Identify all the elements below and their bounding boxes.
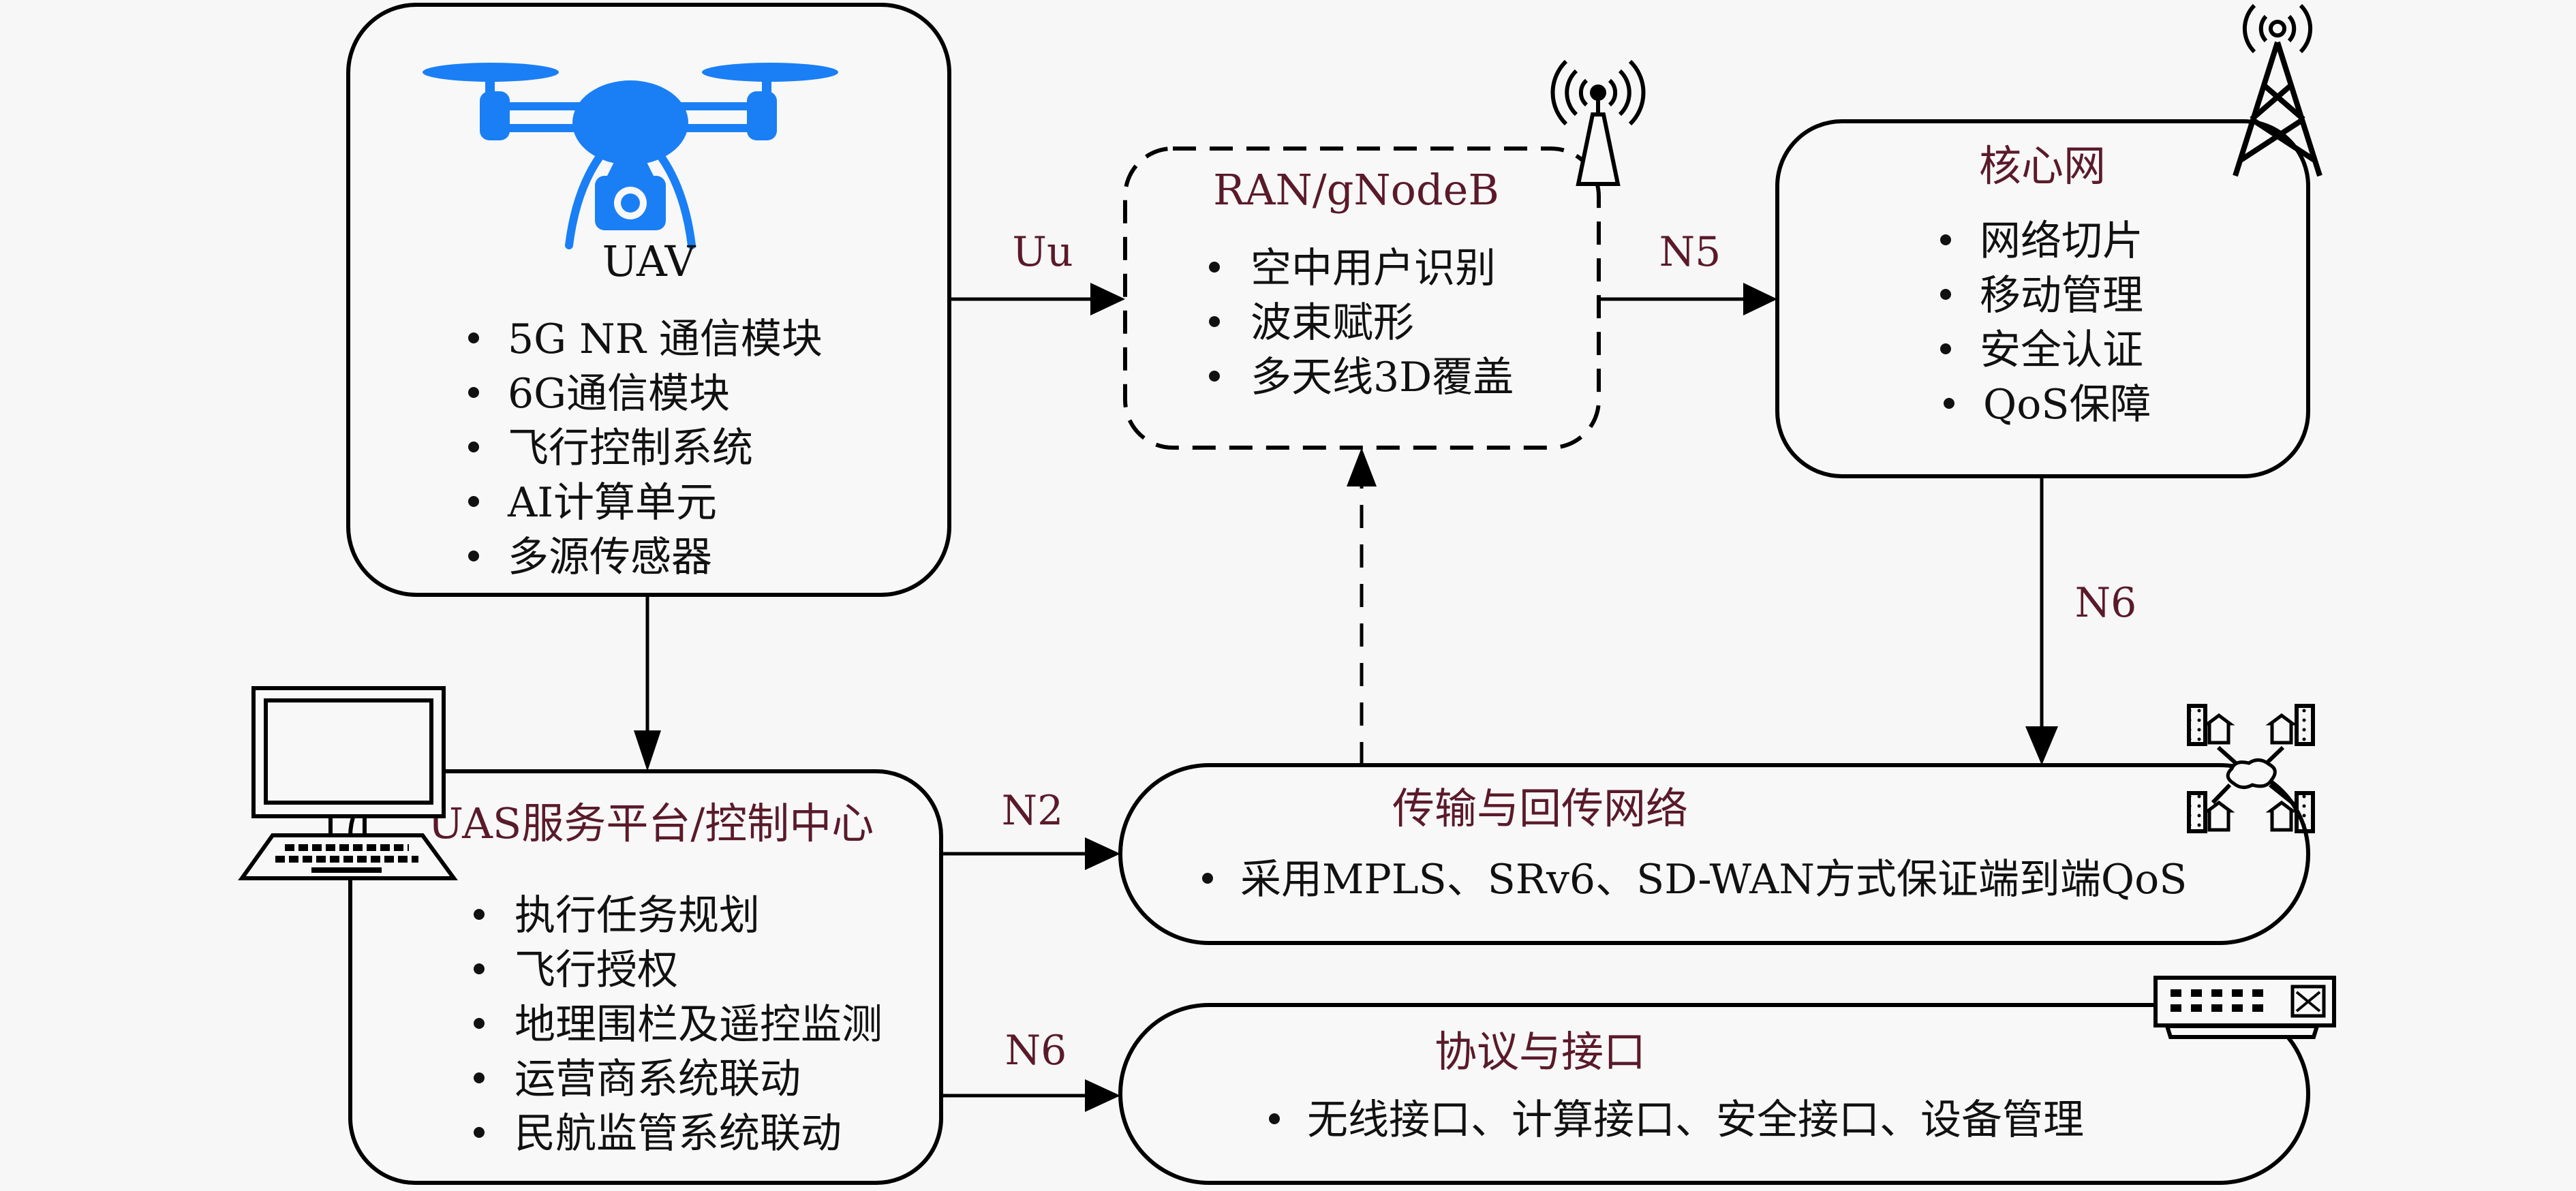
node-title: 传输与回传网络 (1392, 784, 1688, 833)
edge-ran-core: N5 (1599, 228, 1777, 315)
list-item: 安全认证 (1980, 326, 2143, 374)
node-title: UAS服务平台/控制中心 (428, 799, 874, 848)
list-item: 网络切片 (1980, 217, 2143, 265)
node-title: 核心网 (1979, 141, 2106, 191)
list-item: 地理围栏及遥控监测 (515, 1001, 883, 1049)
computer-icon (238, 686, 458, 880)
network-switch-icon (2153, 976, 2336, 1039)
list-item: 民航监管系统联动 (515, 1110, 842, 1158)
node-protocol[interactable]: 协议与接口 无线接口、计算接口、安全接口、设备管理 (1118, 976, 2336, 1185)
edge-label-n6-core: N6 (2075, 579, 2137, 627)
edge-core-transport: N6 (2025, 476, 2136, 765)
list-item: 飞行控制系统 (508, 424, 753, 472)
list-item: 6G通信模块 (508, 370, 730, 418)
edge-label-n6-uas: N6 (1005, 1027, 1067, 1074)
uas-items: 执行任务规划 飞行授权 地理围栏及遥控监测 运营商系统联动 民航监管系统联动 (474, 892, 883, 1158)
list-item: 多天线3D覆盖 (1251, 354, 1514, 401)
list-item: QoS保障 (1983, 381, 2151, 429)
core-items: 网络切片 移动管理 安全认证 QoS保障 (1940, 217, 2151, 429)
edge-uav-ran: Uu (949, 228, 1125, 315)
list-item: 波束赋形 (1251, 299, 1414, 347)
edge-transport-ran (1347, 448, 1377, 765)
uav-items: 5G NR 通信模块 6G通信模块 飞行控制系统 AI计算单元 多源传感器 (468, 315, 823, 581)
edge-label-n5: N5 (1659, 228, 1721, 276)
node-ran[interactable]: RAN/gNodeB 空中用户识别 波束赋形 多天线3D覆盖 (1123, 59, 1646, 450)
node-title: RAN/gNodeB (1213, 165, 1499, 215)
list-item: 运营商系统联动 (515, 1055, 801, 1103)
list-item: 多源传感器 (508, 533, 712, 581)
node-core[interactable]: 核心网 网络切片 移动管理 安全认证 QoS保障 (1775, 3, 2322, 478)
edge-uas-protocol: N6 (941, 1027, 1120, 1112)
edge-uas-transport: N2 (941, 787, 1120, 870)
list-item: 空中用户识别 (1251, 245, 1496, 292)
list-item: 无线接口、计算接口、安全接口、设备管理 (1307, 1096, 2084, 1144)
network-cloud-icon (2187, 704, 2315, 833)
node-uav[interactable]: UAV 5G NR 通信模块 6G通信模块 飞行控制系统 AI计算单元 多源传感… (346, 3, 951, 597)
node-transport[interactable]: 传输与回传网络 采用MPLS、SRv6、SD-WAN方式保证端到端QoS (1118, 704, 2315, 945)
list-item: 采用MPLS、SRv6、SD-WAN方式保证端到端QoS (1240, 856, 2187, 903)
ran-items: 空中用户识别 波束赋形 多天线3D覆盖 (1209, 245, 1514, 401)
node-title: UAV (602, 236, 696, 286)
cell-tower-icon (2233, 3, 2322, 177)
list-item: 执行任务规划 (515, 892, 760, 940)
node-title: 协议与接口 (1435, 1027, 1646, 1077)
list-item: 5G NR 通信模块 (508, 315, 823, 363)
edge-label-uu: Uu (1012, 228, 1073, 276)
edge-uav-uas (634, 595, 661, 771)
list-item: AI计算单元 (507, 479, 717, 527)
edge-label-n2: N2 (1002, 787, 1064, 835)
antenna-icon (1550, 59, 1646, 186)
drone-icon (423, 63, 838, 249)
node-uas[interactable]: UAS服务平台/控制中心 执行任务规划 飞行授权 地理围栏及遥控监测 运营商系统… (238, 686, 943, 1185)
list-item: 飞行授权 (515, 946, 678, 994)
list-item: 移动管理 (1980, 272, 2143, 320)
